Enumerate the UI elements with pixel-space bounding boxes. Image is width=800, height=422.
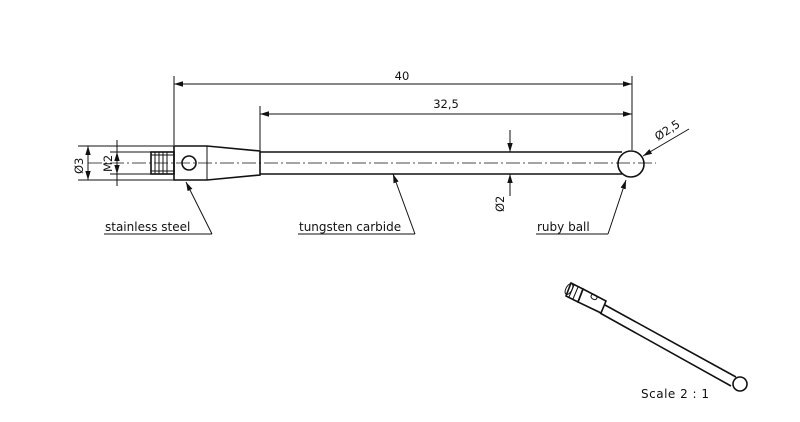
carbide-shaft: [260, 151, 622, 175]
dimension-overall: 40: [173, 69, 633, 150]
dimension-shaft: 32,5: [259, 97, 632, 150]
ball-diameter-text: Ø2,5: [652, 117, 683, 144]
dimension-shaft-diameter: Ø2: [493, 130, 513, 212]
dimension-ball-diameter: Ø2,5: [642, 117, 690, 157]
shaft-diameter-text: Ø2: [493, 196, 507, 212]
stylus-side-view: [88, 145, 656, 181]
ruby-ball-label: ruby ball: [537, 220, 590, 234]
callout-tungsten-carbide: tungsten carbide: [298, 173, 416, 235]
overall-length-text: 40: [395, 69, 410, 83]
collar-diameter-text: Ø3: [72, 158, 86, 174]
scale-label: Scale 2 : 1: [641, 387, 710, 401]
dimension-collar-diameter: Ø3: [72, 145, 174, 181]
ruby-ball: [617, 150, 645, 178]
stainless-steel-label: stainless steel: [105, 220, 190, 234]
callout-stainless-steel: stainless steel: [104, 181, 213, 235]
iso-ruby-ball: [732, 376, 748, 392]
callout-ruby-ball: ruby ball: [536, 179, 627, 235]
thread-text: M2: [101, 155, 115, 172]
tungsten-carbide-label: tungsten carbide: [299, 220, 401, 234]
isometric-view: [564, 281, 748, 392]
shaft-length-text: 32,5: [433, 97, 459, 111]
dimension-thread: M2: [101, 140, 151, 186]
